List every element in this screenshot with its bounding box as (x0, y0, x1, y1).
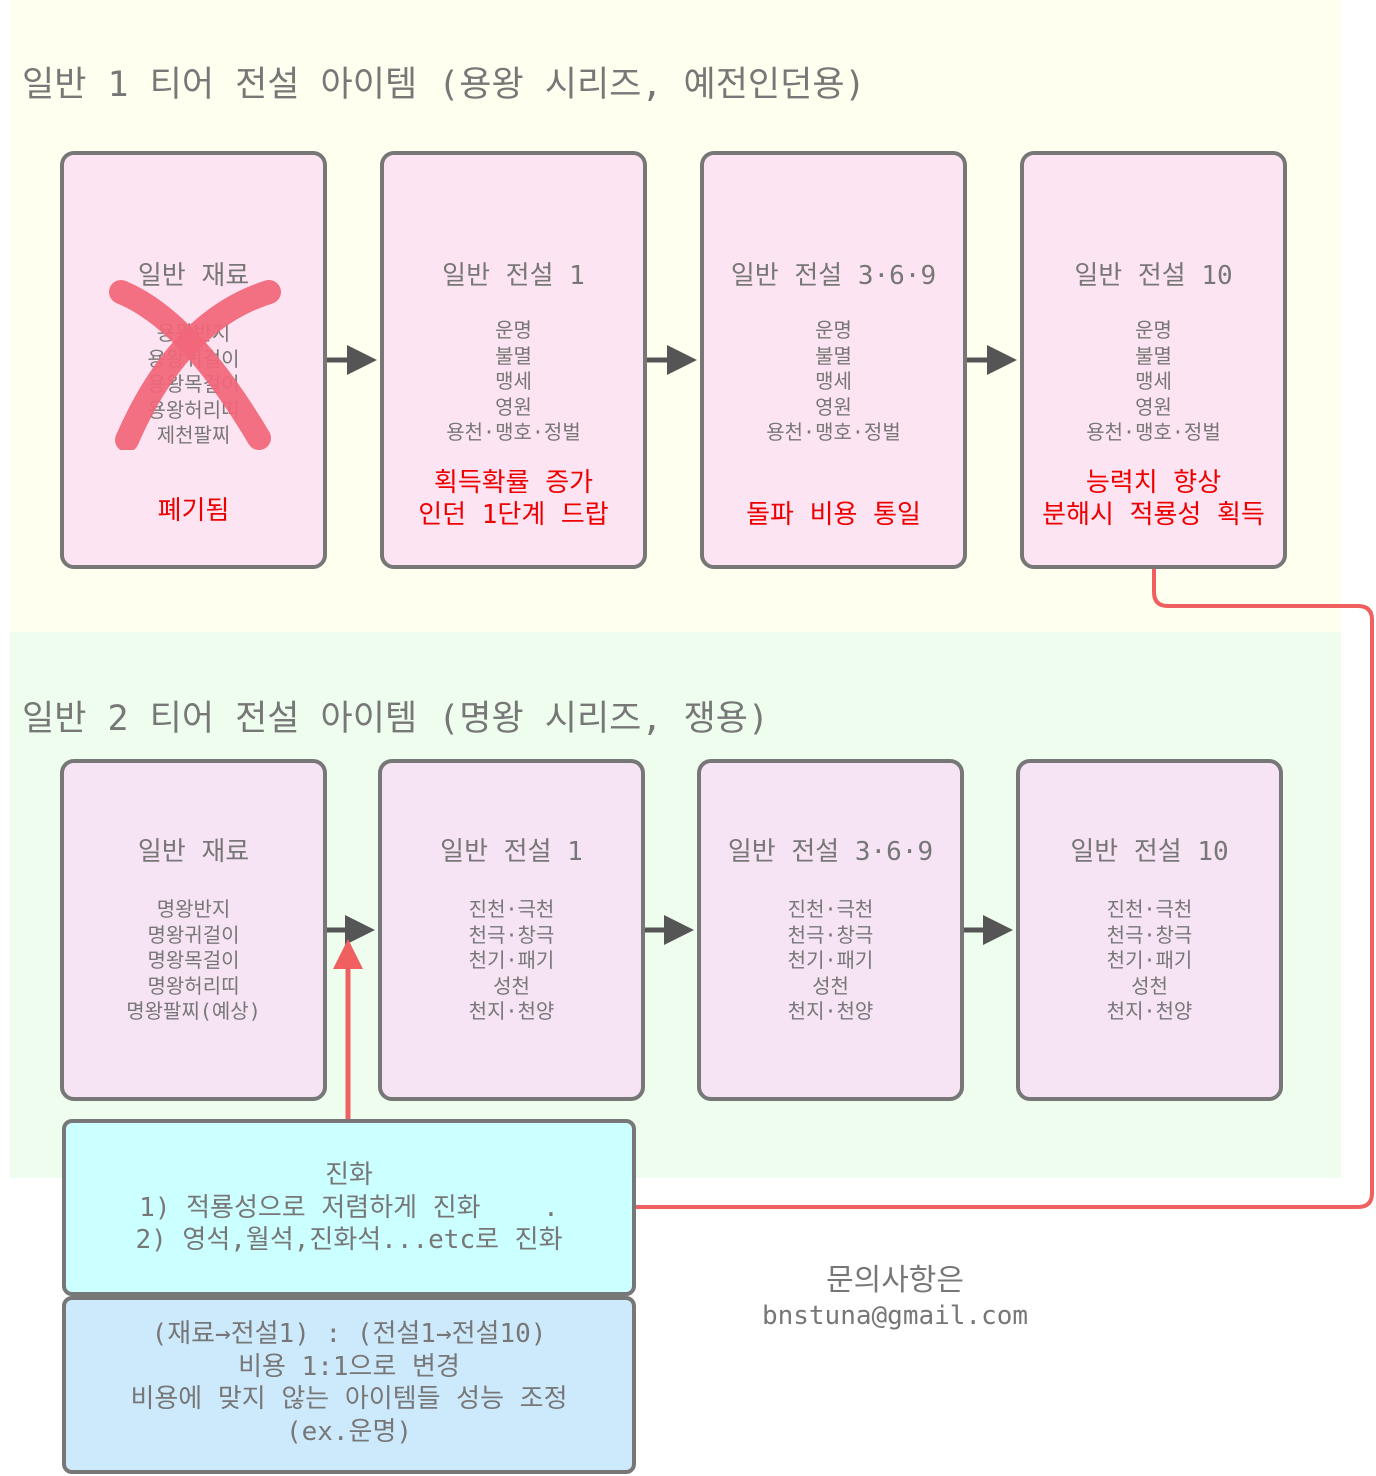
evolution-line: 2) 영석,월석,진화석...etc로 진화 (135, 1225, 563, 1255)
tier1-section-title: 일반 1 티어 전설 아이템 (용왕 시리즈, 예전인던용) (22, 65, 866, 105)
card-item: 성천 (493, 973, 530, 998)
tier2-material-card: 일반 재료 명왕반지 명왕귀걸이 명왕목걸이 명왕허리띠 명왕팔찌(예상) (60, 759, 327, 1101)
contact-info: 문의사항은 bnstuna@gmail.com (740, 1262, 1050, 1332)
card-item: 천기·패기 (787, 948, 874, 972)
card-item: 불멸 (815, 343, 852, 368)
card-item-list: 진천·극천 천극·창극 천기·패기 성천 천지·천양 (1020, 897, 1279, 1025)
cost-lines: (재료→전설1) : (전설1→전설10) 비용 1:1으로 변경 비용에 맞지… (66, 1318, 632, 1448)
cost-line: (ex.운명) (285, 1416, 413, 1447)
evolution-line: 1) 적룡성으로 저렴하게 진화 . (139, 1192, 559, 1223)
card-item: 영원 (815, 394, 852, 419)
card-item: 천기·패기 (1106, 948, 1193, 972)
card-item: 용천·맹호·정벌 (766, 420, 901, 444)
card-note-line: 돌파 비용 통일 (746, 500, 921, 530)
card-title: 일반 전설 3·6·9 (727, 837, 934, 867)
card-item: 운명 (495, 318, 532, 342)
card-item: 명왕목걸이 (147, 948, 240, 972)
card-title: 일반 재료 (137, 261, 250, 291)
card-item: 성천 (1131, 973, 1168, 998)
contact-label: 문의사항은 (826, 1263, 964, 1298)
card-note: 폐기됨 (64, 495, 323, 527)
card-item-list: 명왕반지 명왕귀걸이 명왕목걸이 명왕허리띠 명왕팔찌(예상) (64, 897, 323, 1025)
card-item-list: 운명 불멸 맹세 영원 용천·맹호·정벌 (1024, 318, 1283, 446)
card-item: 용천·맹호·정벌 (446, 420, 581, 444)
card-item: 용천·맹호·정벌 (1086, 420, 1221, 444)
card-item: 제천팔찌 (156, 423, 231, 447)
card-item: 영원 (1135, 394, 1172, 419)
card-item: 천극·창극 (1106, 922, 1193, 947)
card-item: 진천·극천 (468, 897, 555, 921)
card-note: 돌파 비용 통일 (704, 499, 963, 531)
card-item: 명왕귀걸이 (147, 922, 240, 947)
evolution-box: 진화 1) 적룡성으로 저렴하게 진화 . 2) 영석,월석,진화석...etc… (62, 1119, 636, 1296)
card-item: 천지·천양 (468, 999, 555, 1023)
card-item: 성천 (812, 973, 849, 998)
card-item: 진천·극천 (787, 897, 874, 921)
card-item: 명왕허리띠 (147, 973, 240, 998)
cost-line: 비용에 맞지 않는 아이템들 성능 조정 (130, 1384, 568, 1414)
cost-box: (재료→전설1) : (전설1→전설10) 비용 1:1으로 변경 비용에 맞지… (62, 1296, 636, 1474)
card-note: 획득확률 증가 인던 1단계 드랍 (384, 467, 643, 531)
cost-line: (재료→전설1) : (전설1→전설10) (151, 1319, 547, 1349)
card-item: 명왕반지 (156, 897, 231, 921)
card-item-list: 운명 불멸 맹세 영원 용천·맹호·정벌 (704, 318, 963, 446)
tier1-legend10-card: 일반 전설 10 운명 불멸 맹세 영원 용천·맹호·정벌 능력치 향상 분해시… (1020, 151, 1287, 569)
evolution-lines: 진화 1) 적룡성으로 저렴하게 진화 . 2) 영석,월석,진화석...etc… (66, 1159, 632, 1257)
card-note-line: 분해시 적룡성 획득 (1042, 500, 1265, 530)
card-title: 일반 전설 1 (440, 837, 583, 867)
cost-line: 비용 1:1으로 변경 (238, 1351, 460, 1382)
card-item: 영원 (495, 394, 532, 419)
tier2-legend369-card: 일반 전설 3·6·9 진천·극천 천극·창극 천기·패기 성천 천지·천양 (697, 759, 964, 1101)
card-title: 일반 전설 1 (442, 261, 585, 291)
card-note-line: 폐기됨 (157, 496, 230, 526)
card-item: 천극·창극 (468, 922, 555, 947)
tier2-legend1-card: 일반 전설 1 진천·극천 천극·창극 천기·패기 성천 천지·천양 (378, 759, 645, 1101)
contact-email[interactable]: bnstuna@gmail.com (761, 1301, 1029, 1331)
card-item: 맹세 (1135, 369, 1172, 393)
tier2-section-title: 일반 2 티어 전설 아이템 (명왕 시리즈, 쟁용) (22, 699, 769, 739)
card-item: 천지·천양 (1106, 999, 1193, 1023)
card-title: 일반 재료 (137, 837, 250, 867)
card-item: 천기·패기 (468, 948, 555, 972)
card-title: 일반 전설 10 (1070, 837, 1229, 867)
tier1-legend1-card: 일반 전설 1 운명 불멸 맹세 영원 용천·맹호·정벌 획득확률 증가 인던 … (380, 151, 647, 569)
card-item: 맹세 (815, 369, 852, 393)
card-title: 일반 전설 3·6·9 (730, 261, 937, 291)
card-item: 불멸 (495, 343, 532, 368)
card-note-line: 능력치 향상 (1085, 468, 1222, 498)
card-item: 천지·천양 (787, 999, 874, 1023)
card-item: 진천·극천 (1106, 897, 1193, 921)
card-item: 명왕팔찌(예상) (126, 999, 261, 1023)
tier2-legend10-card: 일반 전설 10 진천·극천 천극·창극 천기·패기 성천 천지·천양 (1016, 759, 1283, 1101)
card-item: 운명 (1135, 318, 1172, 342)
evolution-title: 진화 (325, 1160, 373, 1190)
card-item-list: 운명 불멸 맹세 영원 용천·맹호·정벌 (384, 318, 643, 446)
card-note: 능력치 향상 분해시 적룡성 획득 (1024, 467, 1283, 531)
cross-out-mark (109, 280, 281, 450)
card-title: 일반 전설 10 (1074, 261, 1233, 291)
card-note-line: 획득확률 증가 (433, 468, 594, 498)
card-note-line: 인던 1단계 드랍 (418, 500, 609, 530)
card-item: 맹세 (495, 369, 532, 393)
card-item: 천극·창극 (787, 922, 874, 947)
card-item-list: 진천·극천 천극·창극 천기·패기 성천 천지·천양 (701, 897, 960, 1025)
card-item: 운명 (815, 318, 852, 342)
card-item: 불멸 (1135, 343, 1172, 368)
tier1-material-card: 일반 재료 용왕반지 용왕귀걸이 용왕목걸이 용왕허리띠 제천팔찌 폐기됨 (60, 151, 327, 569)
tier1-legend369-card: 일반 전설 3·6·9 운명 불멸 맹세 영원 용천·맹호·정벌 돌파 비용 통… (700, 151, 967, 569)
card-item-list: 진천·극천 천극·창극 천기·패기 성천 천지·천양 (382, 897, 641, 1025)
